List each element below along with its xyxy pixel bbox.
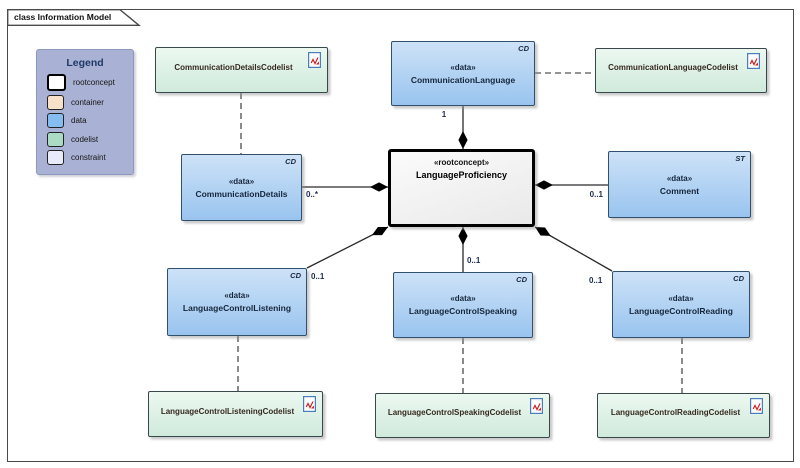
- node-communication-language[interactable]: CD «data» CommunicationLanguage: [391, 41, 535, 106]
- node-name: LanguageProficiency: [415, 170, 508, 180]
- legend-item-label: container: [71, 97, 104, 107]
- type-tag: CD: [285, 157, 296, 166]
- legend-item-label: constraint: [71, 153, 106, 162]
- container-swatch: [47, 94, 64, 110]
- node-stereotype: «data»: [450, 294, 476, 303]
- legend[interactable]: Legend rootconcept container data codeli…: [36, 49, 134, 175]
- multiplicity-label: 0..1: [589, 276, 603, 285]
- frame-tab: [7, 9, 141, 26]
- multiplicity-label: 0..*: [306, 190, 319, 199]
- node-communication-details[interactable]: CD «data» CommunicationDetails: [181, 154, 302, 221]
- legend-item-label: codelist: [71, 134, 99, 144]
- multiplicity-label: 0..1: [467, 256, 481, 265]
- node-stereotype: «data»: [224, 291, 250, 300]
- legend-title: Legend: [66, 57, 104, 69]
- multiplicity-label: 1: [441, 110, 447, 119]
- node-language-control-speaking-codelist[interactable]: LanguageControlSpeakingCodelist: [375, 393, 550, 438]
- node-language-control-speaking[interactable]: CD «data» LanguageControlSpeaking: [393, 272, 533, 338]
- node-language-proficiency[interactable]: «rootconcept» LanguageProficiency: [388, 149, 535, 227]
- data-swatch: [47, 113, 64, 128]
- rootconcept-swatch: [47, 74, 66, 91]
- node-name: LanguageControlReading: [629, 305, 733, 316]
- node-language-control-listening-codelist[interactable]: LanguageControlListeningCodelist: [148, 391, 323, 437]
- type-tag: CD: [290, 271, 301, 280]
- node-stereotype: «data»: [450, 62, 476, 72]
- node-name: CommunicationLanguage: [410, 74, 516, 85]
- node-comment[interactable]: ST «data» Comment: [608, 151, 751, 218]
- legend-item-data: data: [47, 113, 133, 128]
- legend-item-rootconcept: rootconcept: [47, 74, 133, 91]
- node-name: CommunicationDetailsCodelist: [174, 62, 293, 72]
- node-language-control-reading[interactable]: CD «data» LanguageControlReading: [612, 271, 750, 338]
- node-name: LanguageControlListening: [182, 303, 292, 313]
- multiplicity-label: 0..1: [589, 190, 603, 199]
- node-communication-language-codelist[interactable]: CommunicationLanguageCodelist: [595, 48, 767, 93]
- legend-item-label: data: [71, 116, 87, 125]
- node-name: LanguageControlReadingCodelist: [610, 408, 741, 417]
- type-tag: CD: [733, 274, 744, 283]
- node-name: LanguageControlSpeakingCodelist: [387, 408, 522, 417]
- frame-title: class Information Model: [14, 12, 112, 22]
- node-stereotype: «data»: [666, 173, 693, 183]
- node-stereotype: «data»: [228, 176, 255, 186]
- document-icon: [747, 53, 760, 69]
- node-language-control-reading-codelist[interactable]: LanguageControlReadingCodelist: [597, 393, 770, 438]
- node-communication-details-codelist[interactable]: CommunicationDetailsCodelist: [155, 47, 328, 93]
- node-name: CommunicationLanguageCodelist: [608, 63, 738, 72]
- legend-item-label: rootconcept: [73, 78, 115, 87]
- constraint-swatch: [47, 150, 64, 165]
- node-language-control-listening[interactable]: CD «data» LanguageControlListening: [167, 268, 307, 336]
- node-name: LanguageControlListeningCodelist: [160, 406, 295, 416]
- document-icon: [530, 398, 543, 414]
- type-tag: CD: [518, 44, 529, 53]
- node-stereotype: «data»: [668, 293, 694, 303]
- document-icon: [303, 396, 316, 412]
- type-tag: ST: [735, 154, 745, 163]
- legend-item-container: container: [47, 94, 133, 110]
- type-tag: CD: [516, 275, 527, 284]
- node-name: LanguageControlSpeaking: [408, 306, 518, 316]
- node-name: Comment: [659, 185, 700, 196]
- node-stereotype: «rootconcept»: [433, 158, 490, 167]
- document-icon: [750, 398, 763, 414]
- legend-item-constraint: constraint: [47, 150, 133, 165]
- document-icon: [308, 52, 321, 68]
- node-name: CommunicationDetails: [195, 188, 288, 199]
- codelist-swatch: [47, 131, 64, 147]
- multiplicity-label: 0..1: [311, 272, 325, 281]
- legend-item-codelist: codelist: [47, 131, 133, 147]
